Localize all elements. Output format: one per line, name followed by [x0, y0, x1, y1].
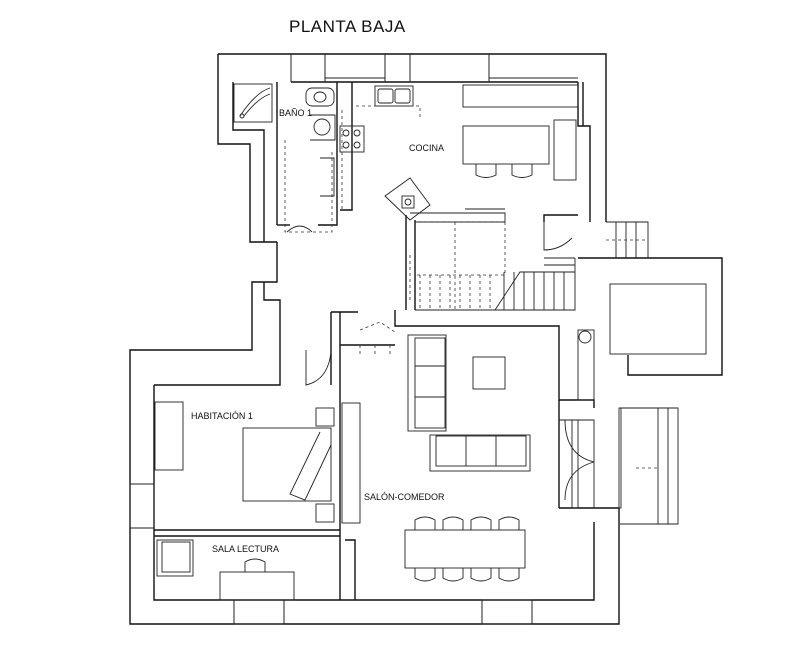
- kitchen-island: [462, 125, 550, 165]
- pantry: [553, 119, 577, 181]
- label-living-dining: SALÓN-COMEDOR: [364, 492, 445, 502]
- sofa: [407, 334, 447, 432]
- coffee-table: [472, 356, 506, 390]
- double-bed: [242, 427, 332, 502]
- staircase: [409, 221, 576, 311]
- living-dining-furniture: [341, 334, 531, 582]
- kitchen-counter: [462, 84, 579, 108]
- bedroom-furniture: [154, 401, 335, 523]
- exterior-walls: [129, 53, 620, 625]
- corner-unit: [384, 177, 431, 221]
- room-labels: BAÑO 1 COCINA HABITACIÓN 1 SALÓN-COMEDOR…: [191, 108, 445, 554]
- sideboard: [341, 402, 361, 524]
- cooktop: [339, 125, 365, 153]
- porch-steps: [578, 221, 723, 525]
- armchair: [156, 539, 194, 577]
- label-kitchen: COCINA: [409, 143, 444, 153]
- label-reading-room: SALA LECTURA: [212, 544, 279, 554]
- interior-walls: [154, 82, 619, 600]
- toilet: [305, 87, 335, 107]
- plan-title: PLANTA BAJA: [289, 17, 406, 36]
- label-bedroom: HABITACIÓN 1: [191, 411, 253, 421]
- upper-windows: [290, 54, 578, 82]
- terrace-planter: [609, 283, 707, 355]
- shower-tray: [233, 83, 273, 123]
- sofa-2: [429, 434, 531, 472]
- doors: [305, 222, 595, 509]
- label-bathroom: BAÑO 1: [279, 108, 312, 118]
- washbasin: [310, 114, 336, 141]
- bathroom-fixtures: [233, 83, 336, 233]
- dining-table: [404, 529, 526, 569]
- nightstand-2: [315, 503, 335, 523]
- wardrobe: [154, 401, 184, 471]
- nightstand: [315, 407, 335, 427]
- kitchen-fixtures: [339, 84, 579, 223]
- desk: [219, 571, 295, 601]
- reading-room-furniture: [156, 539, 295, 601]
